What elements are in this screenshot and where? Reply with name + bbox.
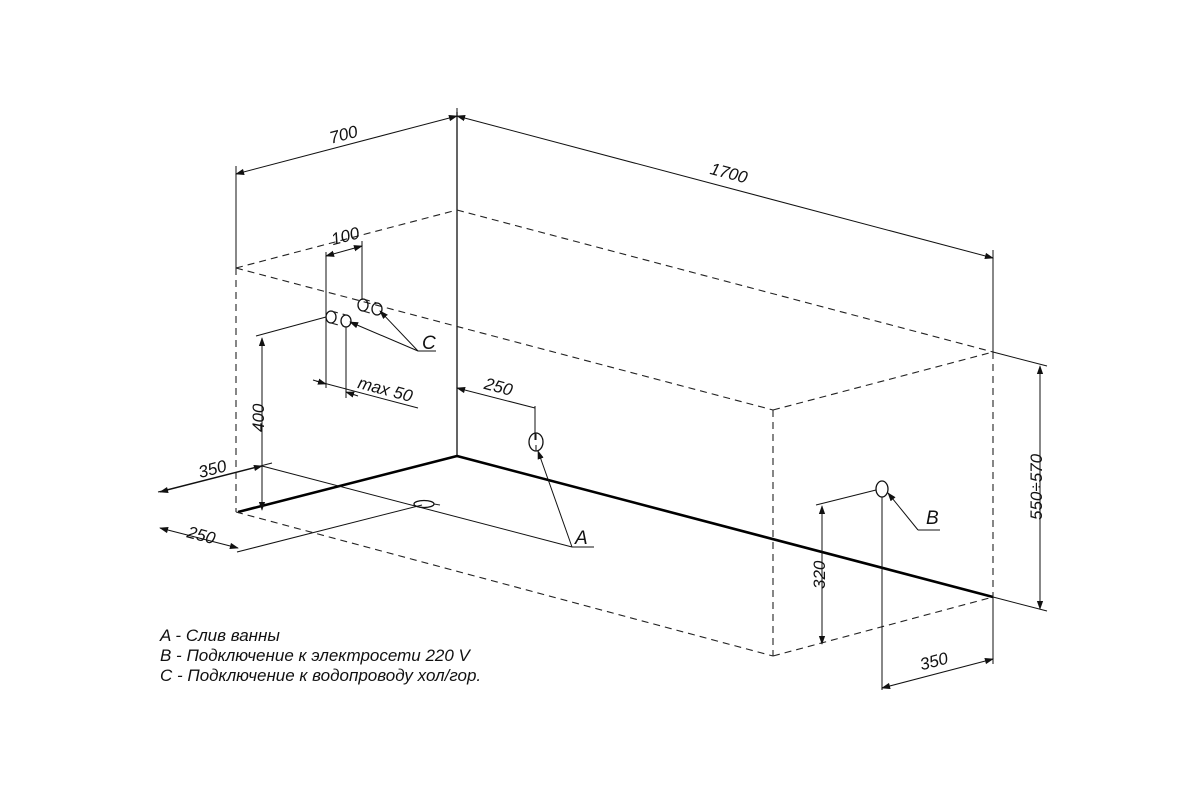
pipe-end-icon (325, 310, 337, 324)
dimension-400: 400 (249, 316, 327, 511)
dimension-250-left-label: 250 (184, 522, 218, 548)
electrical-connection-b: B (875, 480, 940, 690)
power-outlet-icon (875, 480, 889, 498)
dimension-100-label: 100 (329, 223, 362, 249)
drain-a: A (528, 432, 594, 549)
dimension-350-right-label: 350 (918, 649, 951, 675)
pipe-end-icon (357, 298, 369, 312)
dimension-400-label: 400 (249, 403, 268, 432)
dimension-max-50-label: max 50 (356, 373, 415, 406)
legend: A - Слив ванны B - Подключение к электро… (160, 626, 760, 686)
bathtub-outline (235, 209, 994, 657)
water-connection-c: C (325, 298, 436, 354)
dimension-1700-label: 1700 (708, 159, 750, 187)
room-walls (237, 112, 994, 599)
dimension-550-570: 550÷570 (992, 351, 1048, 612)
dimension-320: 320 (810, 489, 877, 645)
pipe-end-icon (340, 314, 352, 328)
dimension-320-label: 320 (810, 560, 829, 589)
dimension-250-wall: 250 (456, 374, 536, 440)
dimension-550-570-label: 550÷570 (1027, 453, 1046, 520)
legend-item-c: C - Подключение к водопроводу хол/гор. (160, 666, 482, 685)
marker-c-label: C (422, 333, 436, 354)
dimension-700-label: 700 (327, 122, 360, 148)
legend-item-a: A - Слив ванны (160, 626, 280, 645)
drain-hole-icon (413, 499, 435, 509)
dimension-250-left: 250 (159, 504, 423, 553)
dimension-350-right: 350 (881, 597, 994, 690)
floor-drain (413, 499, 441, 509)
floor-line-back (456, 454, 994, 599)
marker-b-label: B (926, 508, 939, 529)
floor-line-left (237, 454, 458, 514)
dimension-100: 100 (325, 223, 363, 388)
dimension-1700: 1700 (456, 115, 994, 352)
dimension-350-left-label: 350 (196, 456, 229, 482)
marker-a-label: A (574, 528, 588, 549)
legend-item-b: B - Подключение к электросети 220 V (160, 646, 470, 665)
dimension-max-50: max 50 (312, 327, 419, 409)
